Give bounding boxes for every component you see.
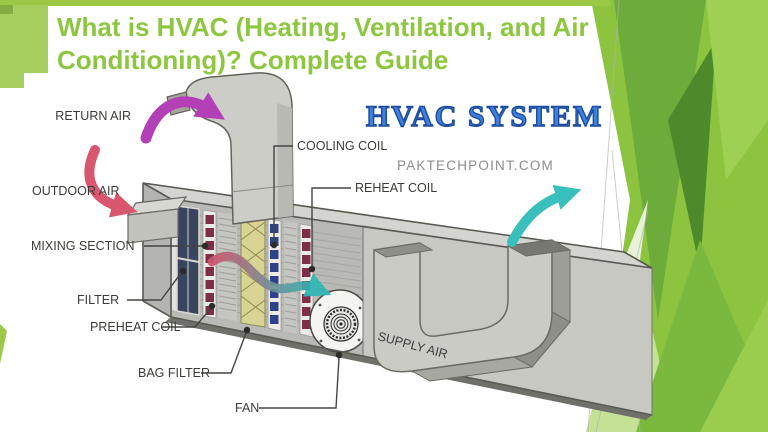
label-outdoor-air: OUTDOOR AIR [32, 184, 120, 198]
site-watermark: PAKTECHPOINT.COM [397, 158, 554, 173]
left-accent-block [0, 5, 48, 364]
label-preheat-coil: PREHEAT COIL [90, 320, 181, 334]
fan-blower [309, 289, 371, 353]
diagram-labels: RETURN AIR OUTDOOR AIR MIXING SECTION FI… [31, 109, 437, 415]
label-bag-filter: BAG FILTER [138, 366, 210, 380]
label-cooling-coil: COOLING COIL [297, 139, 387, 153]
slide-title: What is HVAC (Heating, Ventilation, and … [57, 12, 589, 75]
top-accent-strip [0, 0, 610, 6]
leader-lines [127, 145, 351, 409]
outdoor-air-arrow [84, 145, 138, 218]
label-fan: FAN [235, 401, 259, 415]
label-filter: FILTER [77, 293, 119, 307]
label-reheat-coil: REHEAT COIL [355, 181, 437, 195]
supply-air-arrow [507, 184, 582, 247]
ahu-interior [171, 199, 371, 356]
outdoor-air-duct [126, 196, 188, 244]
slat-section-1 [218, 212, 237, 321]
label-mixing-section: MIXING SECTION [31, 239, 134, 253]
supply-air-duct: SUPPLY AIR [372, 239, 572, 382]
hvac-system-wordmark: HVAC SYSTEM [365, 99, 604, 133]
label-return-air: RETURN AIR [55, 109, 131, 123]
airflow-arrow [207, 251, 332, 297]
return-air-arrow [140, 92, 225, 144]
